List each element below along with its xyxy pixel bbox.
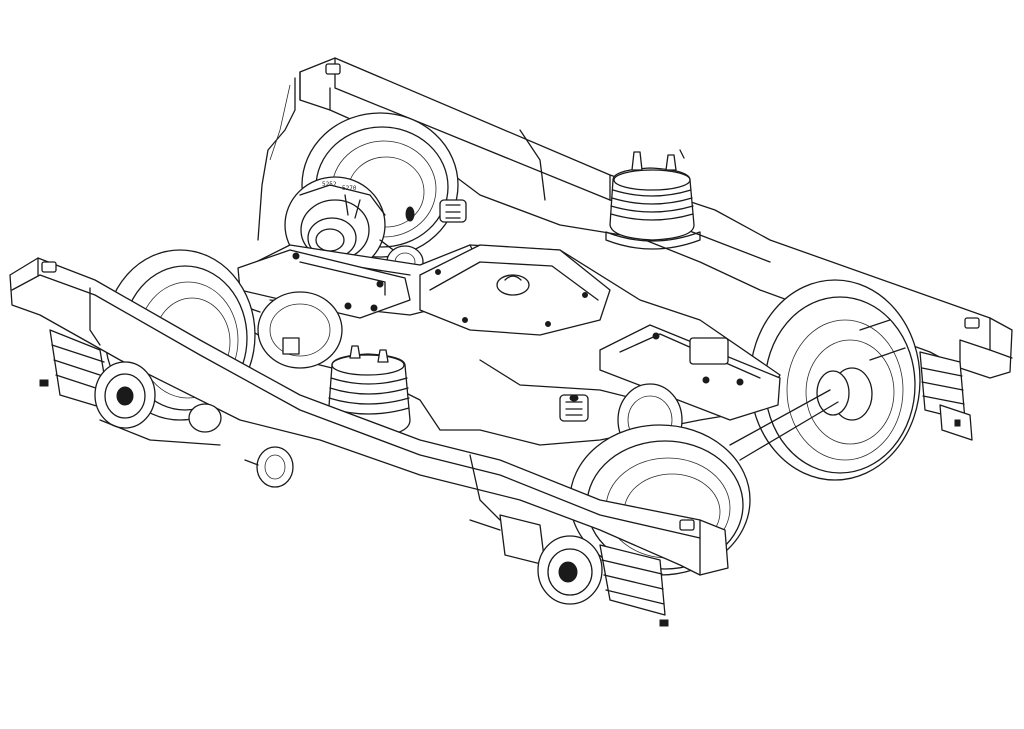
front-brake-cylinder (245, 447, 293, 487)
axlebox-marking-2: 5270 (342, 185, 357, 192)
rear-left-damper (440, 200, 466, 222)
front-damper (560, 395, 588, 421)
centre-pivot-plate (420, 245, 610, 335)
rear-right-wheel (750, 280, 920, 480)
axlebox-marking-1: 5252 (322, 181, 337, 188)
mounting-brackets (326, 64, 979, 328)
left-traction-disc (258, 292, 342, 368)
rear-right-spring (920, 352, 972, 440)
front-right-axlebox (470, 515, 668, 626)
front-right-axle (730, 390, 838, 460)
front-side-frame (10, 258, 728, 575)
front-left-axlebox (40, 330, 221, 445)
rear-air-spring (606, 150, 700, 249)
right-motor-block (600, 325, 780, 420)
